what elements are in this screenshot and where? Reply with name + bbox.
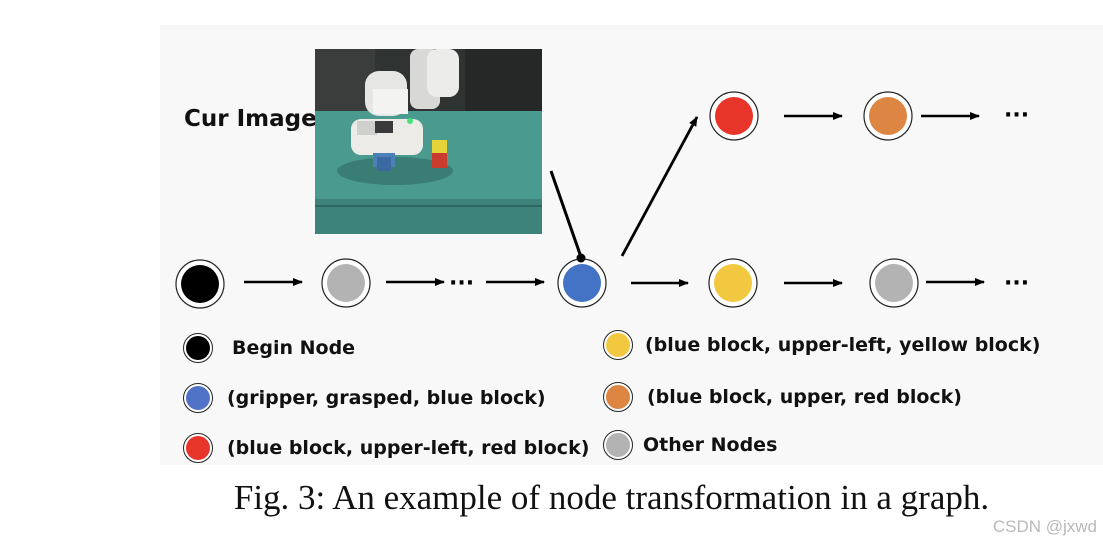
ellipsis: ··· <box>1004 103 1029 128</box>
legend-other: Other Nodes <box>603 430 777 460</box>
current-image-label: Cur Image <box>184 106 317 132</box>
branch-arrow <box>620 116 699 257</box>
legend-yellow-swatch <box>603 330 633 360</box>
ellipsis: ··· <box>449 271 474 296</box>
legend-red: (blue block, upper-left, red block) <box>183 433 589 463</box>
blue-node <box>557 258 607 308</box>
image-pointer-dot <box>576 253 586 263</box>
image-pointer-line <box>549 170 583 258</box>
legend-yellow: (blue block, upper-left, yellow block) <box>603 330 1040 360</box>
ellipsis: ··· <box>1004 271 1029 296</box>
legend-blue-swatch <box>183 383 213 413</box>
watermark: CSDN @jxwd <box>992 517 1097 536</box>
legend-begin-swatch <box>183 333 213 363</box>
begin-node <box>175 259 225 309</box>
orange-node <box>863 91 913 141</box>
legend-blue: (gripper, grasped, blue block) <box>183 383 546 413</box>
legend-red-label: (blue block, upper-left, red block) <box>227 437 590 459</box>
legend-begin-label: Begin Node <box>232 337 356 359</box>
legend-orange-swatch <box>603 382 633 412</box>
legend-begin: Begin Node <box>183 333 355 363</box>
legend-red-swatch <box>183 433 213 463</box>
legend-orange: (blue block, upper, red block) <box>603 382 962 412</box>
other-node <box>869 258 919 308</box>
legend-other-label: Other Nodes <box>643 434 778 456</box>
legend-orange-label: (blue block, upper, red block) <box>647 386 962 408</box>
current-image-photo <box>315 49 542 234</box>
legend-yellow-label: (blue block, upper-left, yellow block) <box>645 334 1041 356</box>
legend-blue-label: (gripper, grasped, blue block) <box>227 387 546 409</box>
yellow-node <box>708 258 758 308</box>
red-node <box>709 91 759 141</box>
figure-caption: Fig. 3: An example of node transformatio… <box>233 478 990 517</box>
legend-other-swatch <box>603 430 633 460</box>
other-node <box>321 258 371 308</box>
